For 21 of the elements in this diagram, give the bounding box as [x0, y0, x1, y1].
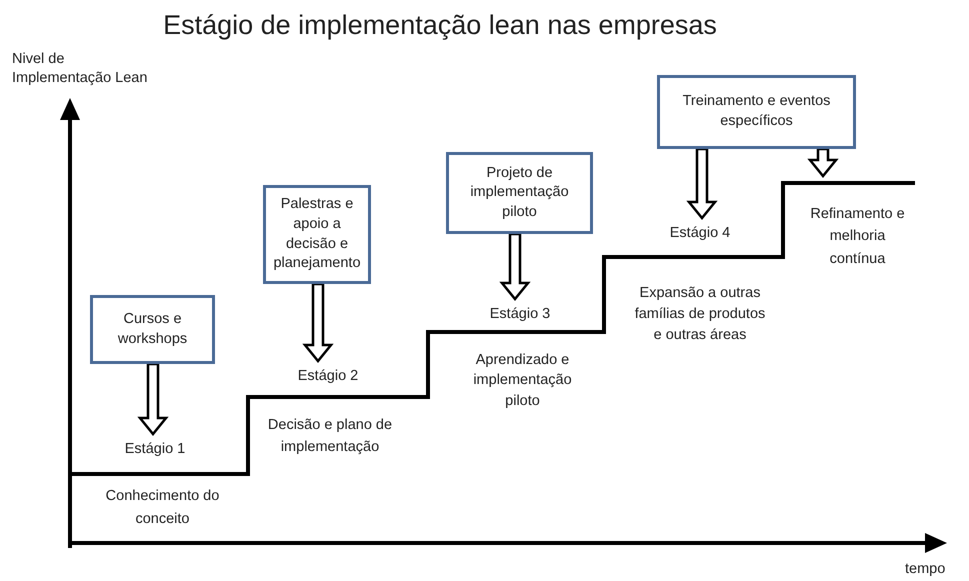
block-arrow [499, 232, 531, 301]
stage-description: Expansão a outras famílias de produtos e outras áreas [634, 284, 766, 346]
stage-description: Conhecimento do conceito [104, 487, 220, 530]
stage-description: Decisão e plano de implementação [266, 416, 394, 457]
stage-description: Refinamento e melhoria contínua [809, 205, 906, 269]
text-box: Cursos e workshops [90, 295, 215, 364]
block-arrow [686, 148, 718, 220]
stage-label: Estágio 3 [470, 303, 570, 327]
block-arrow [302, 282, 334, 363]
stage-label: Estágio 2 [278, 365, 378, 389]
stage-label: Estágio 4 [650, 222, 750, 246]
stage-description: Aprendizado e implementação piloto [472, 351, 573, 411]
text-box: Treinamento e eventos específicos [657, 75, 856, 149]
axis-label: tempo [905, 560, 946, 579]
title: Estágio de implementação lean nas empresas [162, 10, 718, 41]
stage-label: Estágio 1 [105, 438, 205, 462]
block-arrow [807, 148, 839, 178]
block-arrow [137, 362, 169, 436]
axis-label: Nivel de Implementação Lean [12, 50, 148, 88]
text-box: Projeto de implementação piloto [446, 152, 593, 234]
text-box: Palestras e apoio a decisão e planejamento [263, 185, 371, 284]
